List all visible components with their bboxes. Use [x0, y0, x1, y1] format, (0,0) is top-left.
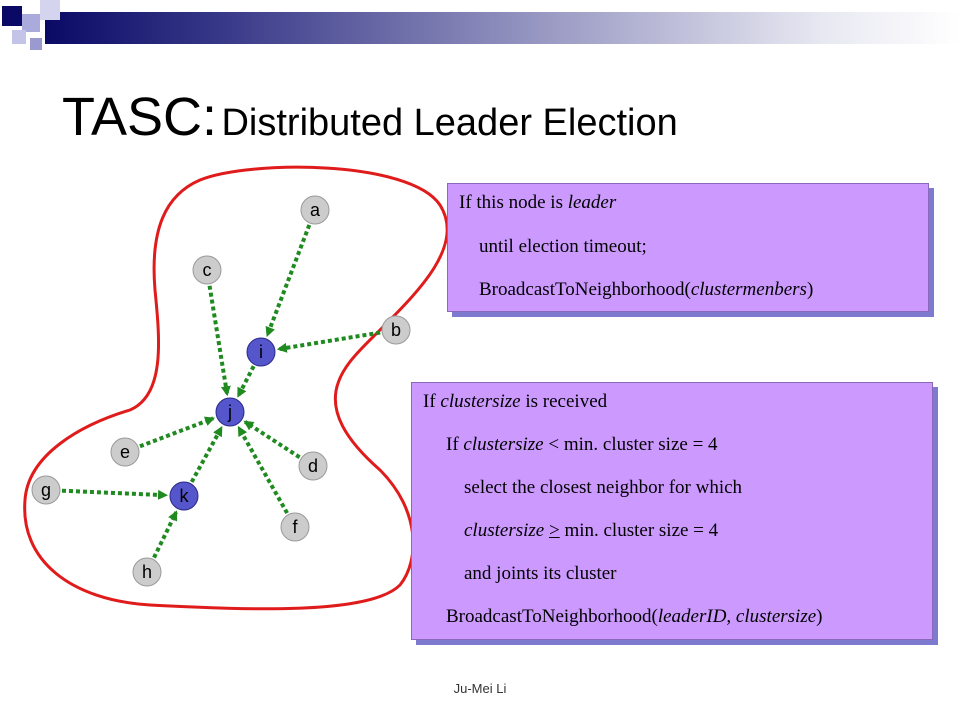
- node-label-f: f: [292, 517, 298, 537]
- leader-algorithm-box: If this node is leader until election ti…: [447, 183, 929, 312]
- box2-line-2: If clustersize < min. cluster size = 4: [446, 434, 718, 456]
- box1-line-2-text: until election timeout;: [479, 236, 647, 257]
- edge-b-to-i: [276, 330, 381, 353]
- box2-line-2-text: If: [446, 434, 464, 455]
- box2-line-3: select the closest neighbor for which: [464, 477, 742, 499]
- box2-line-4-geq: >: [548, 520, 560, 541]
- node-circle-c: [192, 255, 222, 285]
- node-label-c: c: [203, 260, 212, 280]
- node-circle-a: [300, 195, 330, 225]
- node-circle-b: [381, 315, 411, 345]
- edges-layer: [61, 224, 381, 559]
- node-label-a: a: [310, 200, 321, 220]
- edge-i-to-j: [236, 365, 256, 398]
- node-label-e: e: [120, 442, 130, 462]
- box2-line-2-italic: clustersize: [463, 434, 544, 455]
- edge-g-to-k: [61, 488, 169, 500]
- node-label-h: h: [142, 562, 152, 582]
- box1-line-1: If this node is leader: [459, 192, 616, 214]
- box2-line-5-text: and joints its cluster: [464, 563, 617, 584]
- edge-k-to-j: [189, 426, 224, 483]
- header-square-5: [30, 38, 42, 50]
- edge-f-to-j: [237, 425, 289, 515]
- box2-line-4: clustersize > min. cluster size = 4: [464, 520, 718, 542]
- title-main: TASC:: [62, 87, 218, 147]
- node-label-g: g: [41, 480, 51, 500]
- node-f: f: [280, 512, 310, 542]
- nodes-layer: a b c i j e d g k f h: [31, 195, 411, 587]
- header-gradient-bar: [45, 12, 960, 44]
- node-k: k: [169, 481, 199, 511]
- node-label-b: b: [391, 320, 401, 340]
- node-label-j: j: [227, 402, 232, 422]
- header-square-2: [22, 14, 40, 32]
- node-circle-f: [280, 512, 310, 542]
- box1-line-2: until election timeout;: [479, 236, 647, 258]
- header-square-4: [12, 30, 26, 44]
- box1-line-3-text: BroadcastToNeighborhood(: [479, 279, 691, 300]
- node-a: a: [300, 195, 330, 225]
- node-circle-h: [132, 557, 162, 587]
- box2-line-1-italic: clustersize: [440, 391, 521, 412]
- node-circle-g: [31, 475, 61, 505]
- box2-line-6-text: BroadcastToNeighborhood(: [446, 606, 658, 627]
- node-label-k: k: [180, 486, 190, 506]
- node-circle-i: [246, 337, 276, 367]
- node-label-d: d: [308, 456, 318, 476]
- box1-line-3-close: ): [806, 279, 814, 300]
- box2-line-1-rest: is received: [520, 391, 608, 412]
- node-e: e: [110, 437, 140, 467]
- node-g: g: [31, 475, 61, 505]
- edge-e-to-j: [139, 416, 216, 449]
- edge-d-to-j: [243, 420, 301, 459]
- node-label-i: i: [259, 342, 263, 362]
- box2-line-4-rest: min. cluster size = 4: [559, 520, 719, 541]
- box2-line-2-rest: < min. cluster size = 4: [543, 434, 718, 455]
- node-d: d: [298, 451, 328, 481]
- footer-author: Ju-Mei Li: [453, 681, 507, 696]
- box2-line-4-italic: clustersize: [464, 520, 545, 541]
- title-sub: Distributed Leader Election: [221, 102, 678, 144]
- box2-line-3-text: select the closest neighbor for which: [464, 477, 743, 498]
- box2-line-6-close: ): [816, 606, 823, 627]
- edge-h-to-k: [152, 510, 178, 559]
- edge-c-to-j: [207, 285, 231, 397]
- node-circle-k: [169, 481, 199, 511]
- box2-line-1: If clustersize is received: [423, 391, 607, 413]
- node-j: j: [215, 397, 245, 427]
- box2-line-1-text: If: [423, 391, 441, 412]
- node-circle-e: [110, 437, 140, 467]
- box2-line-6: BroadcastToNeighborhood(leaderID, cluste…: [446, 606, 822, 628]
- box1-line-3: BroadcastToNeighborhood(clustermenbers): [479, 279, 813, 301]
- box2-line-5: and joints its cluster: [464, 563, 617, 585]
- node-circle-j: [215, 397, 245, 427]
- node-c: c: [192, 255, 222, 285]
- node-b: b: [381, 315, 411, 345]
- box1-line-1-text: If this node is: [459, 192, 568, 213]
- node-i: i: [246, 337, 276, 367]
- header-square-1: [2, 6, 22, 26]
- header-square-3: [40, 0, 60, 20]
- cluster-boundary: [23, 165, 449, 611]
- page-title: TASC: Distributed Leader Election: [62, 86, 678, 148]
- box2-line-6-italic: leaderID, clustersize: [657, 606, 817, 627]
- box1-line-3-italic: clustermenbers: [690, 279, 807, 300]
- box1-line-1-italic: leader: [567, 192, 617, 213]
- clustersize-algorithm-box: If clustersize is received If clustersiz…: [411, 382, 933, 640]
- node-circle-d: [298, 451, 328, 481]
- edge-a-to-i: [265, 224, 312, 338]
- node-h: h: [132, 557, 162, 587]
